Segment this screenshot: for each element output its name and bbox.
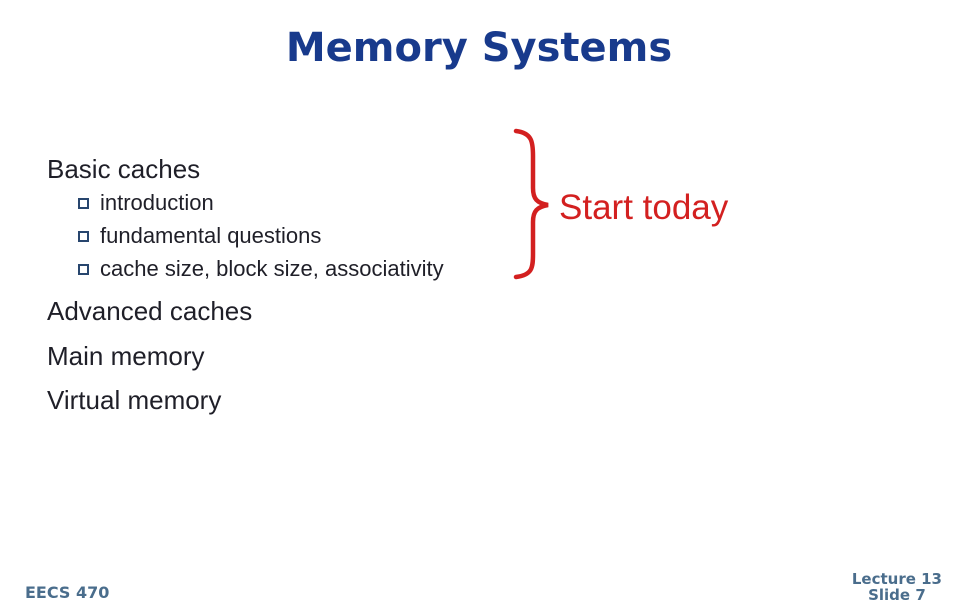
list-item: fundamental questions bbox=[78, 222, 444, 255]
bullet-text-fundamental-questions: fundamental questions bbox=[100, 223, 322, 248]
square-bullet-icon bbox=[78, 264, 89, 275]
outline-heading-virtual-memory: Virtual memory bbox=[47, 385, 222, 415]
slide-title: Memory Systems bbox=[285, 25, 673, 71]
outline-heading-main-memory: Main memory bbox=[47, 341, 205, 371]
start-today-callout: Start today bbox=[559, 188, 729, 227]
list-item: cache size, block size, associativity bbox=[78, 255, 444, 288]
outline-heading-basic-caches: Basic caches bbox=[47, 154, 201, 184]
footer-lecture-number: Lecture 13 bbox=[851, 570, 942, 588]
footer-lecture-block: Lecture 13 Slide 7 bbox=[852, 571, 942, 603]
footer-slide-number: Slide 7 bbox=[868, 586, 926, 604]
right-curly-brace-icon bbox=[506, 126, 552, 282]
outline-heading-advanced-caches: Advanced caches bbox=[47, 296, 253, 326]
footer-course-label: EECS 470 bbox=[25, 583, 110, 602]
bullet-text-introduction: introduction bbox=[100, 190, 214, 215]
basic-caches-bullet-list: introduction fundamental questions cache… bbox=[78, 189, 444, 288]
square-bullet-icon bbox=[78, 198, 89, 209]
bullet-text-cache-size: cache size, block size, associativity bbox=[100, 256, 444, 281]
list-item: introduction bbox=[78, 189, 444, 222]
square-bullet-icon bbox=[78, 231, 89, 242]
